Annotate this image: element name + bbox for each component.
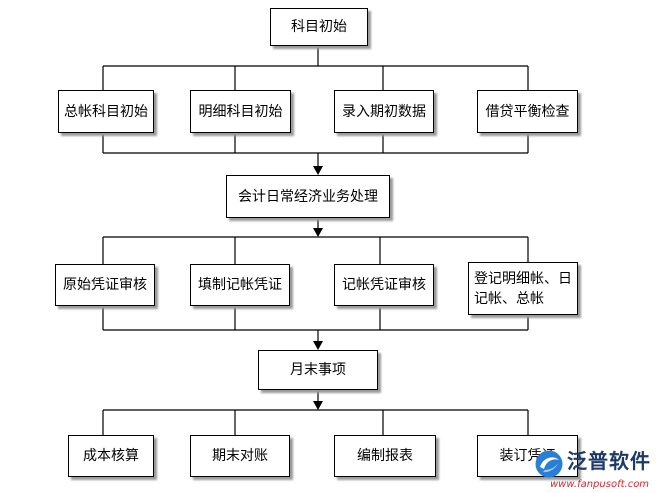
node-daily-step: 登记明细帐、日记帐、总帐 (468, 262, 578, 315)
node-label: 登记明细帐、日记帐、总帐 (474, 270, 572, 307)
node-label: 填制记帐凭证 (198, 277, 282, 293)
node-label: 期末对账 (212, 448, 268, 464)
node-label: 月末事项 (290, 362, 346, 378)
node-daily-processing: 会计日常经济业务处理 (226, 175, 390, 218)
node-root: 科目初始 (270, 8, 368, 46)
node-label: 录入期初数据 (342, 103, 426, 120)
arrow-head (313, 228, 323, 237)
fanpu-logo-icon (535, 450, 563, 478)
node-month-end-step: 成本核算 (68, 435, 154, 477)
watermark: 泛普软件 www.fanpusoft.com (534, 446, 656, 492)
node-initial-step: 明细科目初始 (190, 90, 291, 133)
watermark-brand: 泛普软件 (567, 449, 651, 473)
node-label: 会计日常经济业务处理 (238, 188, 378, 205)
node-initial-step: 录入期初数据 (334, 90, 434, 133)
node-label: 借贷平衡检查 (485, 103, 570, 120)
arrow-head (313, 341, 323, 350)
node-daily-step: 原始凭证审核 (55, 264, 155, 306)
node-label: 编制报表 (357, 448, 413, 464)
node-label: 科目初始 (291, 19, 347, 35)
node-daily-step: 记帐凭证审核 (334, 264, 434, 306)
node-label: 记帐凭证审核 (342, 277, 426, 293)
node-label: 成本核算 (83, 448, 139, 464)
arrow-head (313, 166, 323, 175)
node-month-end: 月末事项 (258, 350, 378, 390)
node-initial-step: 借贷平衡检查 (477, 90, 578, 133)
node-month-end-step: 编制报表 (334, 435, 436, 477)
node-label: 原始凭证审核 (63, 277, 147, 293)
arrow-head (313, 401, 323, 410)
node-label: 总帐科目初始 (64, 103, 148, 120)
watermark-url: www.fanpusoft.com (550, 479, 650, 490)
node-label: 明细科目初始 (198, 103, 283, 120)
node-daily-step: 填制记帐凭证 (190, 264, 290, 306)
node-month-end-step: 期末对账 (190, 435, 290, 477)
node-initial-step: 总帐科目初始 (58, 90, 154, 133)
node-month-end-step: 装订凭证 (477, 435, 578, 477)
